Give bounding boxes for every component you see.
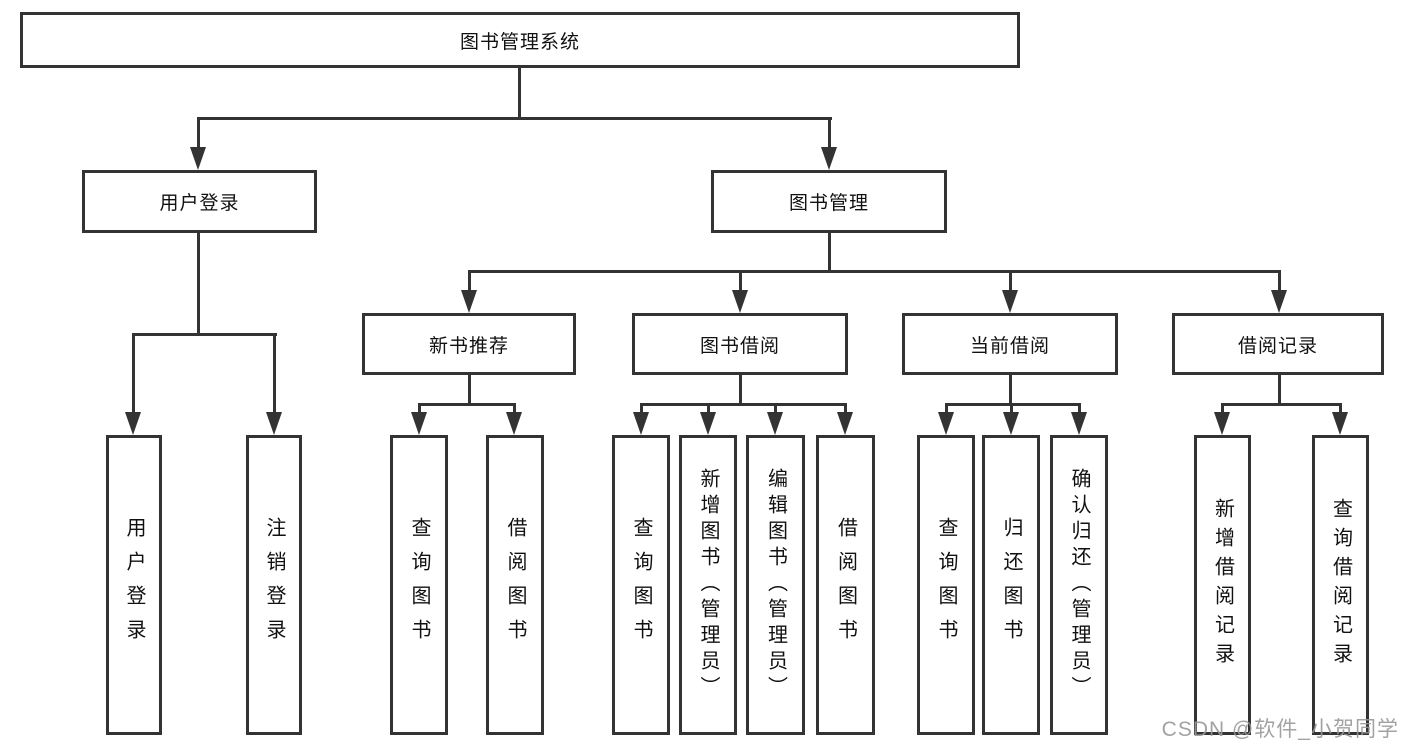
node-user-login-label: 用户登录 bbox=[159, 193, 240, 214]
leaf-query-borrow-record-label: 查询借阅记录 bbox=[1329, 498, 1352, 672]
leaf-query-books-2: 查询图书 bbox=[612, 435, 670, 735]
connector-line bbox=[197, 117, 200, 150]
connector-line bbox=[197, 231, 200, 336]
node-current-borrow-label: 当前借阅 bbox=[969, 335, 1050, 357]
leaf-query-books-3: 查询图书 bbox=[917, 435, 975, 735]
leaf-query-books-3-label: 查询图书 bbox=[935, 517, 957, 653]
leaf-borrow-books: 借阅图书 bbox=[486, 435, 544, 735]
connector-line bbox=[739, 373, 742, 406]
connector-line bbox=[1009, 270, 1012, 292]
connector-line bbox=[707, 403, 710, 414]
arrow-down-icon bbox=[266, 412, 282, 435]
csdn-watermark: CSDN @软件_小贺同学 bbox=[1161, 718, 1399, 741]
leaf-query-books-label: 查询图书 bbox=[408, 517, 430, 653]
connector-line bbox=[418, 403, 421, 414]
connector-line bbox=[132, 333, 135, 415]
leaf-query-books-2-label: 查询图书 bbox=[630, 517, 652, 653]
connector-line bbox=[132, 333, 277, 336]
leaf-add-books-admin-label: 新增图书（管理员） bbox=[697, 468, 719, 702]
arrow-down-icon bbox=[837, 412, 853, 435]
connector-line bbox=[1078, 403, 1081, 414]
arrow-down-icon bbox=[125, 412, 141, 435]
leaf-add-borrow-record: 新增借阅记录 bbox=[1194, 435, 1251, 735]
connector-line bbox=[1278, 373, 1281, 406]
arrow-down-icon bbox=[767, 412, 783, 435]
connector-line bbox=[418, 403, 516, 406]
leaf-query-borrow-record: 查询借阅记录 bbox=[1312, 435, 1369, 735]
node-book-borrow-label: 图书借阅 bbox=[699, 335, 780, 357]
arrow-down-icon bbox=[700, 412, 716, 435]
arrow-down-icon bbox=[938, 412, 954, 435]
connector-line bbox=[945, 403, 1081, 406]
arrow-down-icon bbox=[1214, 412, 1230, 435]
leaf-confirm-return-admin-label: 确认归还（管理员） bbox=[1068, 468, 1090, 702]
leaf-confirm-return-admin: 确认归还（管理员） bbox=[1050, 435, 1108, 735]
leaf-logout: 注销登录 bbox=[246, 435, 302, 735]
leaf-user-login-label: 用户登录 bbox=[123, 517, 145, 653]
arrow-down-icon bbox=[1002, 290, 1018, 313]
connector-line bbox=[828, 117, 831, 150]
connector-line bbox=[828, 231, 831, 273]
connector-line bbox=[468, 373, 471, 406]
connector-line bbox=[468, 270, 471, 292]
leaf-add-borrow-record-label: 新增借阅记录 bbox=[1211, 498, 1234, 672]
leaf-return-books-label: 归还图书 bbox=[1000, 517, 1022, 653]
leaf-borrow-books-2: 借阅图书 bbox=[816, 435, 875, 735]
node-book-borrow: 图书借阅 bbox=[632, 313, 848, 375]
connector-line bbox=[1339, 403, 1342, 414]
arrow-down-icon bbox=[190, 147, 206, 170]
node-borrow-records: 借阅记录 bbox=[1172, 313, 1384, 375]
leaf-return-books: 归还图书 bbox=[982, 435, 1040, 735]
connector-line bbox=[1221, 403, 1342, 406]
arrow-down-icon bbox=[1271, 290, 1287, 313]
connector-line bbox=[518, 66, 521, 119]
connector-line bbox=[774, 403, 777, 414]
arrow-down-icon bbox=[1071, 412, 1087, 435]
leaf-add-books-admin: 新增图书（管理员） bbox=[679, 435, 737, 735]
node-root-label: 图书管理系统 bbox=[459, 31, 580, 53]
node-book-management-label: 图书管理 bbox=[788, 193, 869, 214]
node-new-book-recommend-label: 新书推荐 bbox=[428, 335, 509, 357]
connector-line bbox=[640, 403, 643, 414]
leaf-query-books: 查询图书 bbox=[390, 435, 448, 735]
node-root: 图书管理系统 bbox=[20, 12, 1020, 68]
connector-line bbox=[640, 403, 847, 406]
node-user-login: 用户登录 bbox=[82, 170, 317, 233]
arrow-down-icon bbox=[1003, 412, 1019, 435]
connector-line bbox=[197, 117, 832, 120]
arrow-down-icon bbox=[461, 290, 477, 313]
connector-line bbox=[945, 403, 948, 414]
connector-line bbox=[844, 403, 847, 414]
connector-line bbox=[513, 403, 516, 414]
leaf-edit-books-admin-label: 编辑图书（管理员） bbox=[764, 468, 787, 702]
arrow-down-icon bbox=[1332, 412, 1348, 435]
connector-line bbox=[1010, 403, 1013, 414]
leaf-borrow-books-label: 借阅图书 bbox=[504, 517, 526, 653]
connector-line bbox=[1221, 403, 1224, 414]
connector-line bbox=[468, 270, 1281, 273]
node-current-borrow: 当前借阅 bbox=[902, 313, 1118, 375]
leaf-edit-books-admin: 编辑图书（管理员） bbox=[746, 435, 805, 735]
arrow-down-icon bbox=[732, 290, 748, 313]
node-new-book-recommend: 新书推荐 bbox=[362, 313, 576, 375]
arrow-down-icon bbox=[411, 412, 427, 435]
connector-line bbox=[1278, 270, 1281, 292]
leaf-borrow-books-2-label: 借阅图书 bbox=[834, 517, 857, 653]
node-book-management: 图书管理 bbox=[711, 170, 947, 233]
leaf-user-login: 用户登录 bbox=[106, 435, 162, 735]
connector-line bbox=[273, 333, 276, 415]
arrow-down-icon bbox=[633, 412, 649, 435]
node-borrow-records-label: 借阅记录 bbox=[1237, 335, 1318, 357]
arrow-down-icon bbox=[821, 147, 837, 170]
leaf-logout-label: 注销登录 bbox=[263, 517, 285, 653]
connector-line bbox=[1009, 373, 1012, 406]
connector-line bbox=[739, 270, 742, 292]
arrow-down-icon bbox=[506, 412, 522, 435]
